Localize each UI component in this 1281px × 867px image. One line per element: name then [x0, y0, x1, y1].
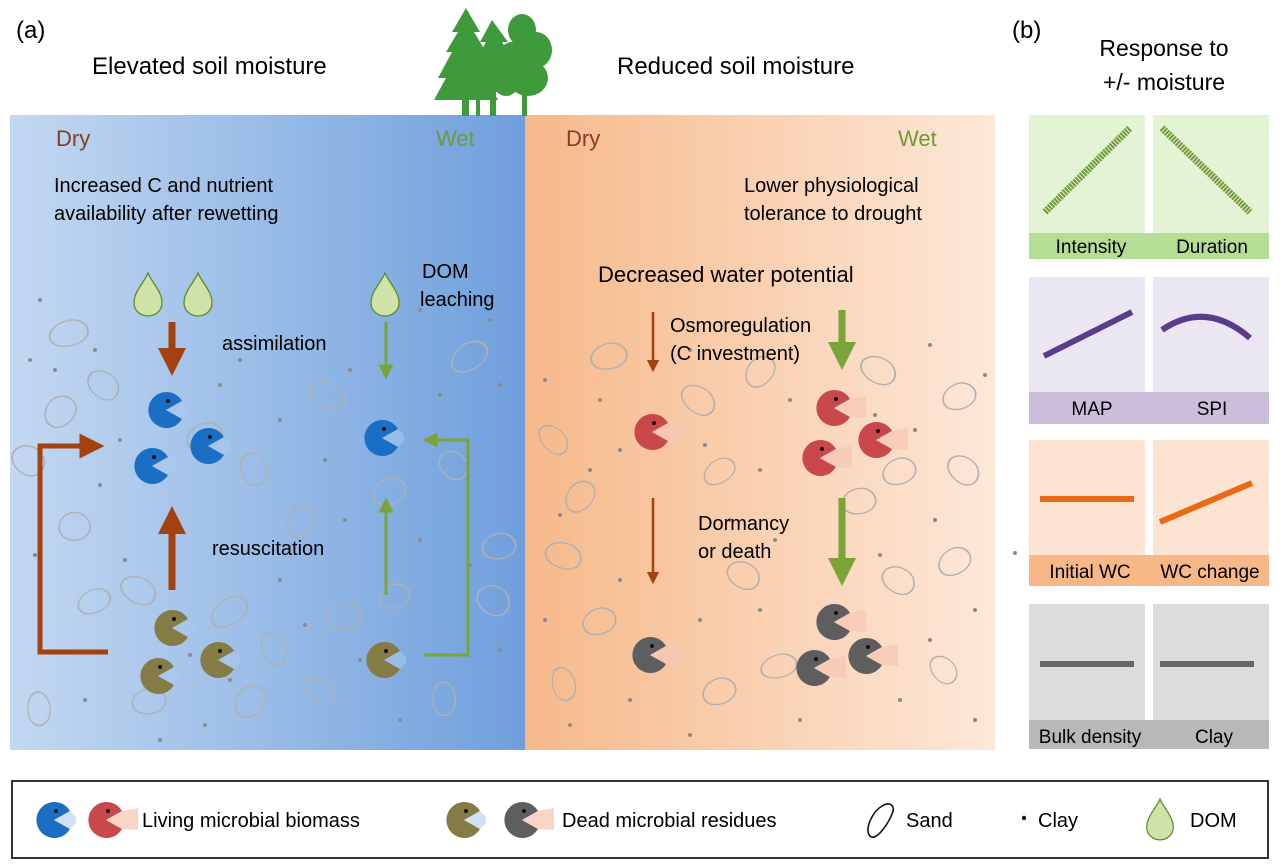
right-wet-label: Wet [898, 126, 937, 151]
intensity-trend-line [1042, 125, 1133, 215]
right-note-line2: tolerance to drought [744, 203, 922, 225]
dormancy-line1: Dormancy [698, 513, 789, 535]
elevated-moisture-panel [10, 115, 525, 750]
clay-label: Clay [1195, 727, 1234, 748]
legend-living-label: Living microbial biomass [142, 810, 360, 832]
spi-label: SPI [1197, 399, 1228, 420]
legend-clay-label: Clay [1038, 810, 1078, 832]
left-wet-label: Wet [436, 126, 475, 151]
panel-b-label: (b) [1012, 17, 1041, 44]
duration-trend-line [1159, 125, 1253, 215]
panel-a-label: (a) [16, 17, 45, 44]
resuscitation-label: resuscitation [212, 538, 324, 560]
left-note-line1: Increased C and nutrient [54, 175, 273, 197]
assimilation-label: assimilation [222, 333, 326, 355]
initial-wc-label: Initial WC [1049, 562, 1130, 583]
bulk-density-label: Bulk density [1039, 727, 1142, 748]
map-label: MAP [1071, 399, 1112, 420]
panel-b-title-line2: +/- moisture [1103, 69, 1225, 95]
cycle-arrow-wet [422, 432, 470, 657]
cycle-arrow-dry [37, 433, 108, 655]
right-note-line1: Lower physiological [744, 175, 919, 197]
map-trend-line [1042, 309, 1134, 359]
reduced-moisture-title: Reduced soil moisture [617, 53, 854, 80]
reduced-moisture-panel [525, 115, 995, 750]
left-dry-label: Dry [56, 126, 90, 151]
legend-clay-icon [1021, 815, 1027, 821]
right-dry-label: Dry [566, 126, 600, 151]
forest-icon [434, 8, 552, 116]
legend: Living microbial biomass Dead microbial … [11, 780, 1269, 859]
elevated-moisture-title: Elevated soil moisture [92, 53, 327, 80]
response-row-map-spi: MAP SPI [1029, 277, 1269, 424]
osmoregulation-line1: Osmoregulation [670, 315, 811, 337]
response-row-intensity-duration: Intensity Duration [1029, 115, 1269, 259]
dom-leaching-line2: leaching [420, 289, 495, 311]
osmoregulation-line2: (C investment) [670, 343, 800, 365]
response-row-wc: Initial WC WC change [1029, 440, 1269, 586]
intensity-label: Intensity [1056, 237, 1127, 258]
response-row-bulk-clay: Bulk density Clay [1029, 604, 1269, 749]
duration-label: Duration [1176, 237, 1248, 258]
water-potential-label: Decreased water potential [598, 262, 854, 287]
legend-sand-label: Sand [906, 810, 953, 832]
legend-dead-label: Dead microbial residues [562, 810, 777, 832]
legend-sand-icon [867, 803, 895, 838]
dormancy-line2: or death [698, 541, 771, 563]
dom-leaching-line1: DOM [422, 261, 469, 283]
legend-dom-label: DOM [1190, 810, 1237, 832]
spi-trend-curve [1160, 313, 1252, 341]
clay-particles [28, 298, 1017, 742]
panel-b-title-line1: Response to [1099, 35, 1228, 61]
wc-change-trend-line [1158, 480, 1254, 525]
left-note-line2: availability after rewetting [54, 203, 279, 225]
wc-change-label: WC change [1160, 562, 1259, 583]
